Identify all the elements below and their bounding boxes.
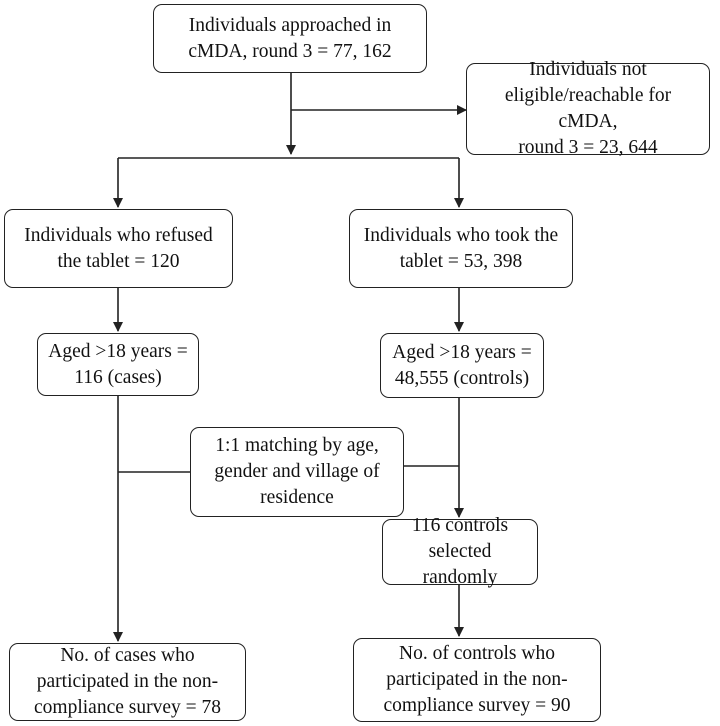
box-controls-survey-text: No. of controls who participated in the … (383, 643, 571, 716)
box-matching-text: 1:1 matching by age, gender and village … (214, 435, 380, 508)
box-controls: Aged >18 years = 48,555 (controls) (380, 333, 544, 398)
box-cases-survey-text: No. of cases who participated in the non… (34, 645, 221, 718)
box-refused: Individuals who refused the tablet = 120 (4, 209, 233, 288)
box-cases: Aged >18 years = 116 (cases) (37, 333, 199, 396)
box-not-eligible-text: Individuals not eligible/reachable for c… (504, 59, 672, 158)
box-refused-text: Individuals who refused the tablet = 120 (24, 224, 213, 272)
box-selected: 116 controls selected randomly (382, 515, 538, 588)
box-approached: Individuals approached in cMDA, round 3 … (153, 4, 427, 73)
box-controls-survey: No. of controls who participated in the … (353, 638, 601, 722)
box-selected-text: 116 controls selected randomly (411, 515, 509, 588)
box-matching: 1:1 matching by age, gender and village … (190, 427, 404, 517)
box-controls-text: Aged >18 years = 48,555 (controls) (392, 341, 532, 389)
box-not-eligible: Individuals not eligible/reachable for c… (466, 59, 710, 158)
box-approached-text: Individuals approached in cMDA, round 3 … (188, 14, 392, 62)
box-cases-text: Aged >18 years = 116 (cases) (48, 340, 188, 388)
box-took: Individuals who took the tablet = 53, 39… (349, 209, 573, 288)
box-took-text: Individuals who took the tablet = 53, 39… (363, 224, 559, 272)
box-cases-survey: No. of cases who participated in the non… (9, 643, 246, 721)
